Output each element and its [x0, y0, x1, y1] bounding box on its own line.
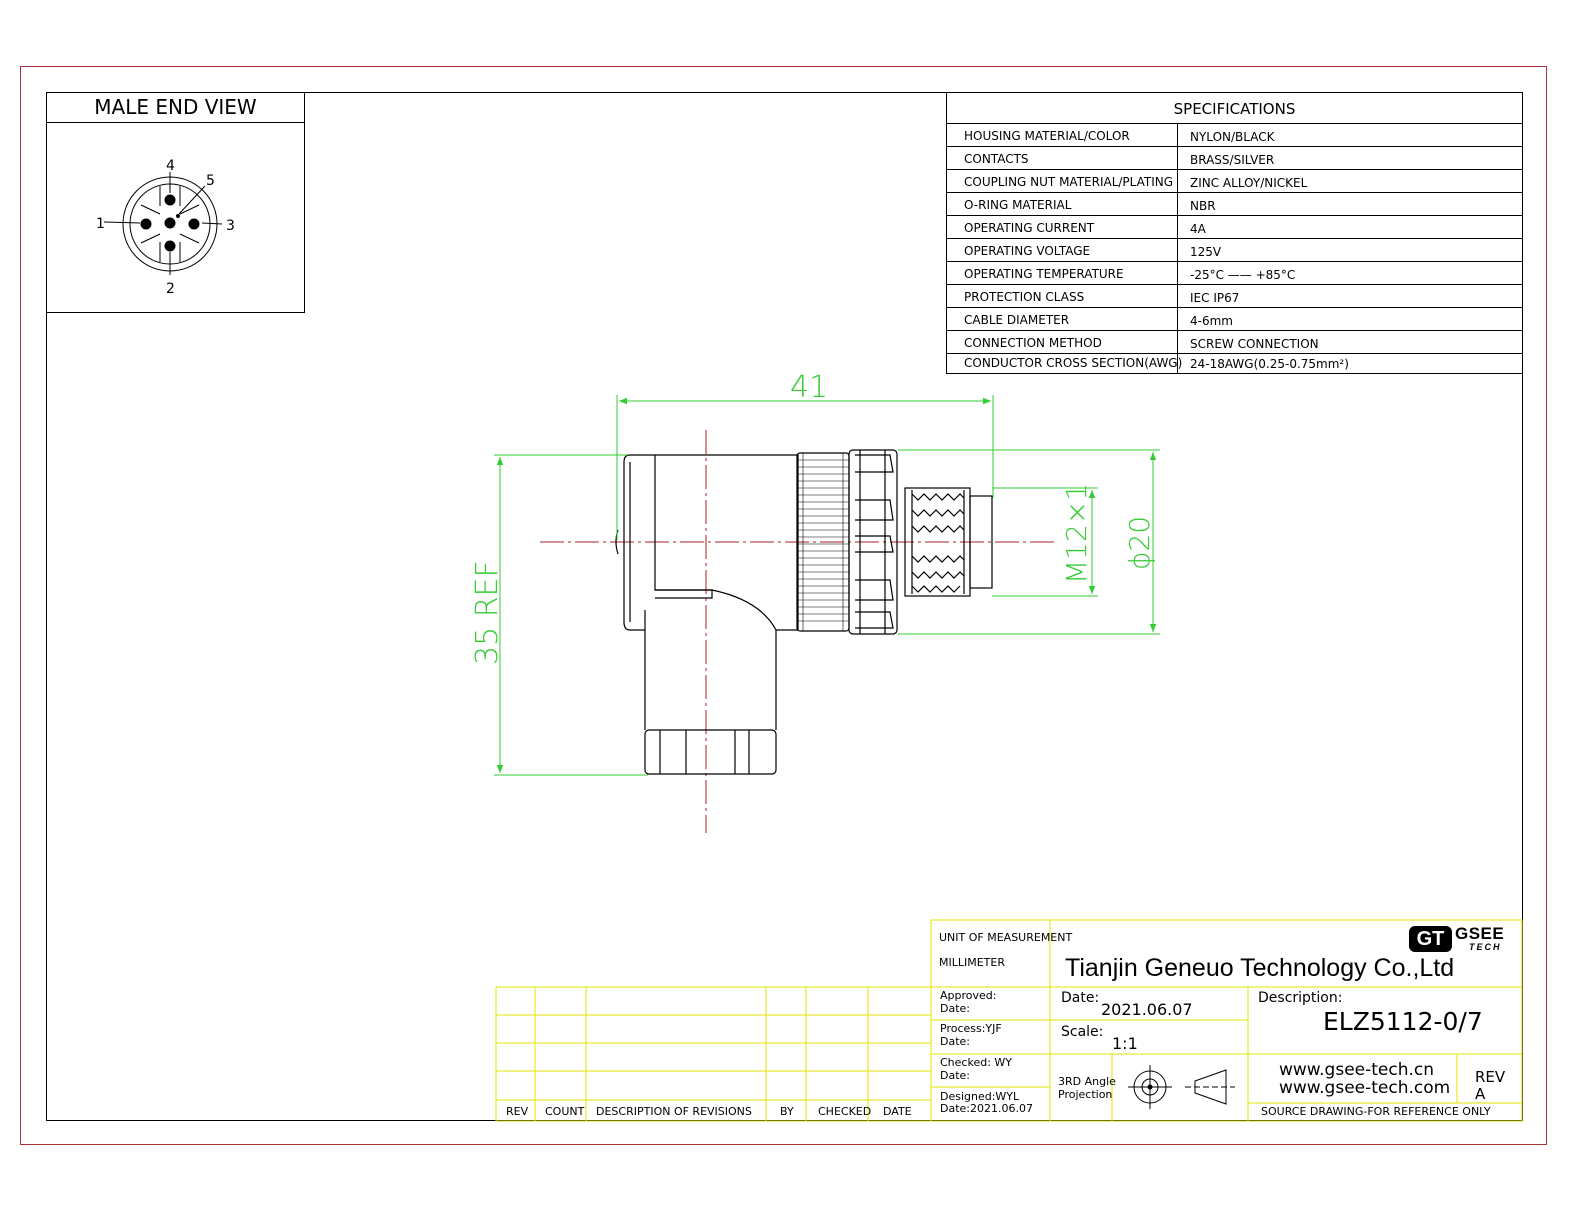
- spec-key: OPERATING TEMPERATURE: [964, 267, 1124, 281]
- projection-symbol-icon: [1128, 1065, 1235, 1109]
- spec-key: CONDUCTOR CROSS SECTION(AWG): [964, 356, 1183, 370]
- dimension-height-label: 35 REF: [470, 560, 505, 665]
- spec-row: CABLE DIAMETER 4-6mm: [947, 308, 1522, 331]
- spec-value: 125V: [1190, 245, 1222, 259]
- pin-label-5: 5: [206, 173, 215, 189]
- part-number: ELZ5112-0/7: [1323, 1007, 1483, 1036]
- dimension-labels: 41 35 REF M12×1 ϕ20: [470, 370, 1156, 665]
- date-value: 2021.06.07: [1101, 1000, 1193, 1019]
- checked-label: Checked: WY: [940, 1056, 1012, 1069]
- logo-name: GSEE: [1455, 924, 1505, 943]
- process-label: Process:YJF: [940, 1022, 1002, 1035]
- unit-of-measurement-label: UNIT OF MEASUREMENT: [939, 931, 1073, 944]
- spec-key: HOUSING MATERIAL/COLOR: [964, 129, 1130, 143]
- connector-body: [615, 449, 993, 775]
- center-lines: [540, 430, 1058, 833]
- pin-label-1: 1: [96, 216, 105, 232]
- spec-key: COUPLING NUT MATERIAL/PLATING: [964, 175, 1174, 189]
- spec-key: OPERATING CURRENT: [964, 221, 1095, 235]
- spec-row: OPERATING CURRENT 4A: [947, 216, 1522, 239]
- spec-row: OPERATING VOLTAGE 125V: [947, 239, 1522, 262]
- spec-row: HOUSING MATERIAL/COLOR NYLON/BLACK: [947, 124, 1522, 147]
- source-note: SOURCE DRAWING-FOR REFERENCE ONLY: [1261, 1105, 1491, 1118]
- date-label: Date:: [1061, 990, 1100, 1006]
- revision-header-by: BY: [780, 1105, 794, 1118]
- spec-key: CONNECTION METHOD: [964, 336, 1102, 350]
- spec-value: NYLON/BLACK: [1190, 130, 1275, 144]
- gsee-tech-logo: GT GSEE TECH: [1409, 924, 1512, 954]
- website-cn-link[interactable]: www.gsee-tech.cn: [1279, 1060, 1435, 1080]
- designed-date-label: Date:2021.06.07: [940, 1102, 1033, 1115]
- spec-key: O-RING MATERIAL: [964, 198, 1072, 212]
- process-date-label: Date:: [940, 1035, 970, 1048]
- male-end-view-icon: [103, 172, 223, 275]
- spec-value: SCREW CONNECTION: [1190, 337, 1319, 351]
- spec-row: CONNECTION METHOD SCREW CONNECTION: [947, 331, 1522, 354]
- spec-row: COUPLING NUT MATERIAL/PLATING ZINC ALLOY/…: [947, 170, 1522, 193]
- drawing-outer-border: [20, 66, 1547, 1145]
- specifications-table: SPECIFICATIONS HOUSING MATERIAL/COLOR NYL…: [946, 92, 1523, 374]
- company-name: Tianjin Geneuo Technology Co.,Ltd: [1065, 954, 1455, 982]
- projection-line1: 3RD Angle: [1058, 1075, 1116, 1088]
- spec-key: PROTECTION CLASS: [964, 290, 1085, 304]
- website-com-link[interactable]: www.gsee-tech.com: [1279, 1078, 1451, 1098]
- pin-label-2: 2: [166, 281, 175, 297]
- spec-row: OPERATING TEMPERATURE -25°C —— +85°C: [947, 262, 1522, 285]
- spec-key: CONTACTS: [964, 152, 1029, 166]
- dimension-lines: [494, 395, 1160, 776]
- revision-header-count: COUNT: [545, 1105, 585, 1118]
- male-end-view-panel: [46, 92, 305, 313]
- spec-key: OPERATING VOLTAGE: [964, 244, 1091, 258]
- description-label: Description:: [1258, 990, 1343, 1006]
- scale-label: Scale:: [1061, 1024, 1104, 1040]
- spec-value: 4-6mm: [1190, 314, 1233, 328]
- dimension-diameter-label: ϕ20: [1123, 516, 1156, 570]
- spec-value: 24-18AWG(0.25-0.75mm²): [1190, 357, 1349, 371]
- spec-value: BRASS/SILVER: [1190, 153, 1275, 167]
- revision-table: [495, 986, 932, 1122]
- spec-row: O-RING MATERIAL NBR: [947, 193, 1522, 216]
- specifications-column-divider: [1177, 124, 1178, 374]
- designed-label: Designed:WYL: [940, 1090, 1020, 1103]
- scale-value: 1:1: [1112, 1034, 1138, 1053]
- spec-row: CONTACTS BRASS/SILVER: [947, 147, 1522, 170]
- pin-label-4: 4: [166, 158, 175, 174]
- approved-label: Approved:: [940, 989, 997, 1002]
- rev-value: A: [1475, 1085, 1486, 1103]
- revision-header-date: DATE: [883, 1105, 912, 1118]
- revision-header-checked: CHECKED: [818, 1105, 872, 1118]
- dimension-length-label: 41: [790, 370, 828, 405]
- approved-date-label: Date:: [940, 1002, 970, 1015]
- spec-value: -25°C —— +85°C: [1190, 268, 1296, 282]
- revision-header-description: DESCRIPTION OF REVISIONS: [596, 1105, 752, 1118]
- specifications-title: SPECIFICATIONS: [947, 93, 1522, 124]
- pin-labels: 1 2 3 4 5: [96, 158, 235, 297]
- revision-header-rev: REV: [506, 1105, 529, 1118]
- title-block-grid: [930, 919, 1523, 1122]
- spec-value: IEC IP67: [1190, 291, 1240, 305]
- spec-value: 4A: [1190, 222, 1206, 236]
- spec-value: NBR: [1190, 199, 1216, 213]
- dimension-thread-label: M12×1: [1060, 483, 1093, 584]
- spec-value: ZINC ALLOY/NICKEL: [1190, 176, 1308, 190]
- logo-sub: TECH: [1469, 942, 1502, 952]
- logo-mark: GT: [1409, 926, 1452, 952]
- male-end-view-title: MALE END VIEW: [46, 92, 305, 123]
- projection-line2: Projection: [1058, 1088, 1113, 1101]
- rev-label: REV: [1475, 1068, 1506, 1086]
- spec-row: PROTECTION CLASS IEC IP67: [947, 285, 1522, 308]
- unit-of-measurement-value: MILLIMETER: [939, 956, 1005, 969]
- pin-label-3: 3: [226, 218, 235, 234]
- spec-key: CABLE DIAMETER: [964, 313, 1070, 327]
- spec-row: CONDUCTOR CROSS SECTION(AWG) 24-18AWG(0.2…: [947, 351, 1522, 374]
- checked-date-label: Date:: [940, 1069, 970, 1082]
